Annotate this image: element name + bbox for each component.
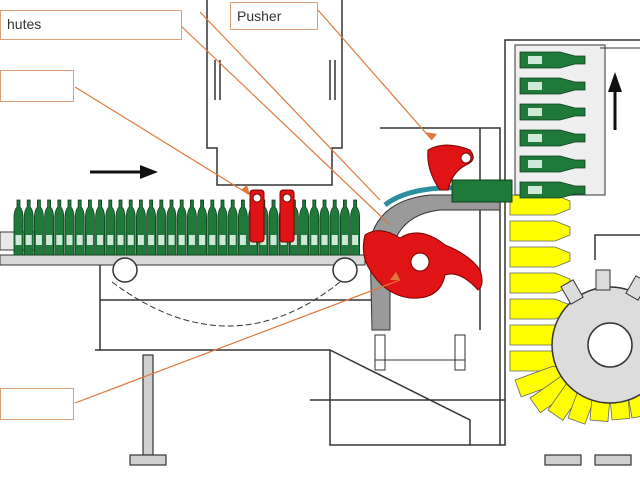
star-wheel xyxy=(551,234,640,404)
green-bottle xyxy=(217,199,228,256)
machine-legs xyxy=(129,354,632,466)
callout-lines xyxy=(74,9,433,404)
green-bottle xyxy=(146,199,156,256)
column-bottles xyxy=(519,51,586,199)
green-bottle xyxy=(85,199,95,256)
chute-support-frame xyxy=(206,0,343,186)
green-bottle xyxy=(23,199,34,256)
green-bottle xyxy=(238,199,248,256)
green-bottle xyxy=(166,199,177,256)
yellow-bottle xyxy=(509,272,571,294)
upward-direction-arrow-icon xyxy=(608,72,622,130)
green-bottle xyxy=(54,199,65,256)
green-bottle xyxy=(340,199,350,256)
column-green-bottle xyxy=(519,51,586,69)
column-green-bottle xyxy=(519,77,586,95)
red-cam-wheel xyxy=(362,230,483,299)
green-bottle xyxy=(176,199,187,256)
green-bottle xyxy=(34,199,44,256)
callout-left-upper xyxy=(0,70,74,102)
yellow-bottle xyxy=(509,246,571,268)
green-bottle xyxy=(115,199,126,256)
callout-chutes: hutes xyxy=(0,10,182,40)
yellow-bottle xyxy=(509,220,571,242)
pusher xyxy=(427,144,474,191)
column-green-bottle xyxy=(519,129,586,147)
transfer-guide xyxy=(369,179,513,371)
callout-pusher-label: Pusher xyxy=(237,8,282,24)
green-bottle xyxy=(74,199,85,256)
green-bottle xyxy=(13,199,24,256)
green-bottle xyxy=(95,199,105,256)
green-bottle xyxy=(197,199,207,256)
green-bottle xyxy=(227,199,238,256)
column-green-bottle xyxy=(519,155,586,173)
green-bottle xyxy=(329,199,340,256)
green-bottle xyxy=(187,199,197,256)
callout-left-lower xyxy=(0,388,74,420)
green-bottle xyxy=(136,199,146,256)
green-bottle xyxy=(64,199,75,256)
callout-chutes-label: hutes xyxy=(7,16,42,32)
column-green-bottle xyxy=(519,181,586,199)
green-bottle xyxy=(207,199,218,256)
green-bottle xyxy=(268,199,279,256)
green-bottle xyxy=(105,199,116,256)
column-green-bottle xyxy=(519,103,586,121)
conveyor-bottle-row xyxy=(13,199,360,256)
green-bottle xyxy=(350,199,360,256)
callout-pusher: Pusher xyxy=(230,2,318,30)
machine-frame xyxy=(95,39,640,446)
green-bottle xyxy=(319,199,330,256)
green-bottle xyxy=(125,199,136,256)
red-chutes xyxy=(249,189,295,243)
green-bottle xyxy=(299,199,309,256)
green-bottle xyxy=(156,199,167,256)
green-bottle xyxy=(309,199,320,256)
green-bottle xyxy=(44,199,54,256)
feed-direction-arrow-icon xyxy=(90,165,158,179)
